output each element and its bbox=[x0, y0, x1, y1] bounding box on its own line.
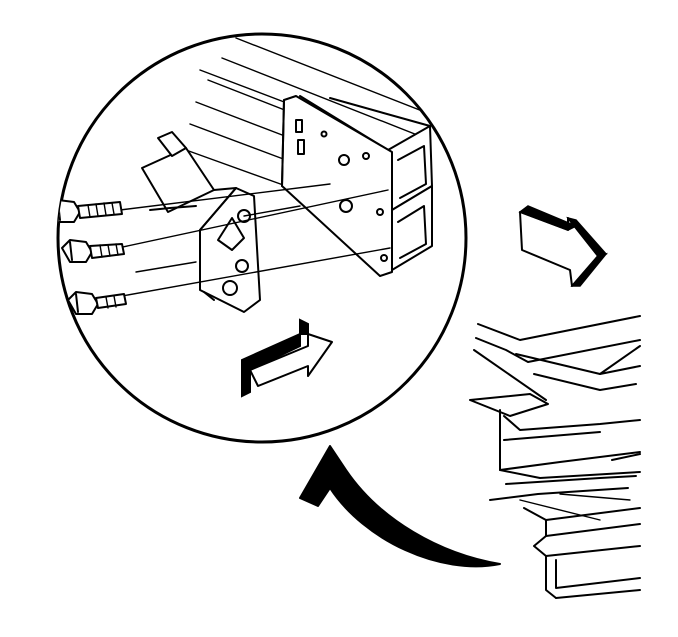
bracket bbox=[141, 131, 261, 313]
vehicle-frame-cutaway bbox=[469, 315, 641, 599]
view-arrow-inside bbox=[241, 318, 333, 398]
bolt-alignment-lines bbox=[117, 183, 391, 297]
direction-arrow bbox=[518, 205, 609, 287]
frame-mounting-plate bbox=[281, 95, 393, 277]
bolt-2 bbox=[61, 239, 125, 263]
bolt-1 bbox=[58, 199, 123, 223]
curved-callout-arrow bbox=[299, 445, 501, 568]
detail-magnifier bbox=[56, 32, 468, 444]
bolt-3 bbox=[67, 291, 127, 315]
